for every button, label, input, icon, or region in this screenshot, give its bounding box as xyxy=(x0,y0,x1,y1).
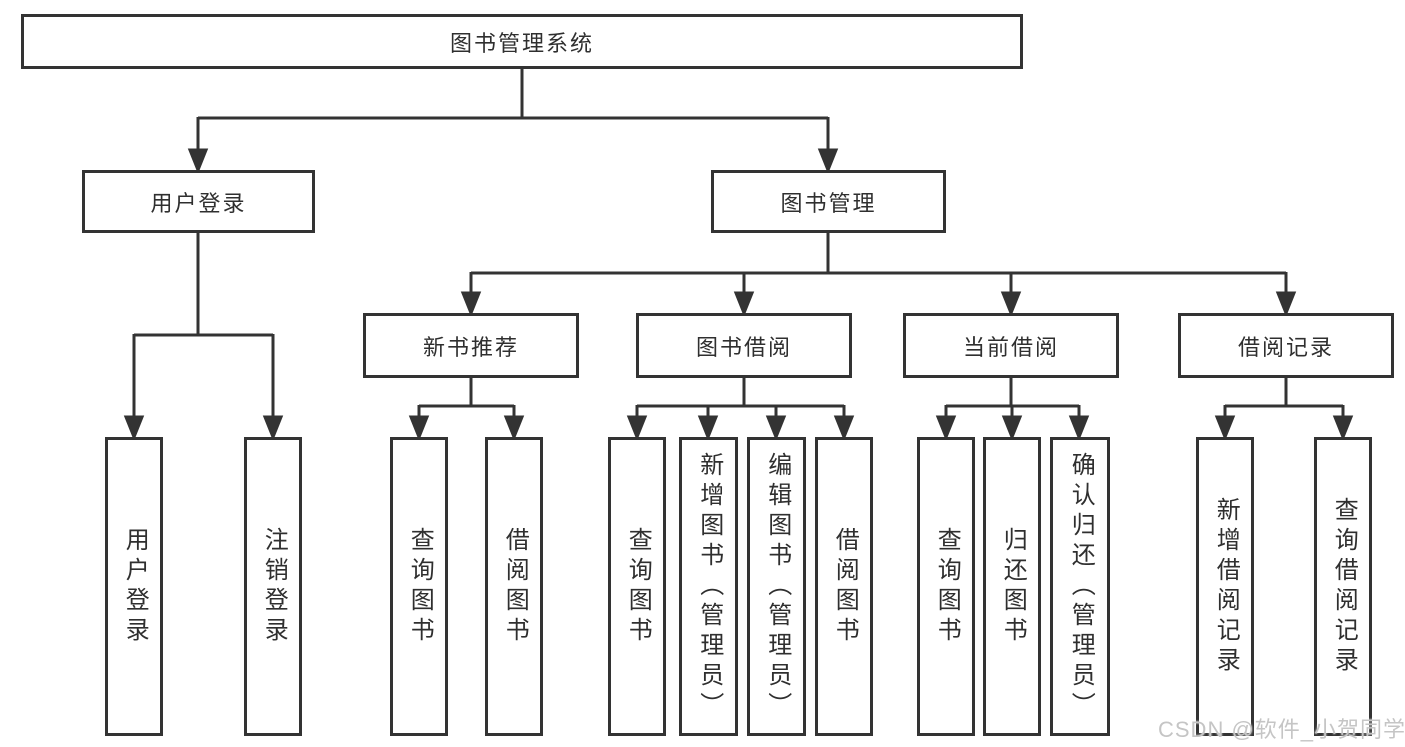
leaf-user-login: 用户登录 xyxy=(105,437,163,736)
arrowhead-icon xyxy=(262,415,284,442)
arrowhead-icon xyxy=(935,415,957,442)
arrowhead-icon xyxy=(408,415,430,442)
watermark: CSDN @软件_小贺同学 xyxy=(1158,717,1405,742)
connector-user-login-children xyxy=(123,233,284,442)
leaf-borrow-borrow-book: 借阅图书 xyxy=(815,437,873,736)
arrowhead-icon xyxy=(1000,291,1022,318)
connector-borrow-children xyxy=(626,378,855,442)
leaf-recommend-query-book: 查询图书 xyxy=(390,437,448,736)
arrowhead-icon xyxy=(697,415,719,442)
leaf-current-confirm-return-admin: 确认归还（管理员） xyxy=(1050,437,1110,736)
arrowhead-icon xyxy=(460,291,482,318)
arrowhead-icon xyxy=(123,415,145,442)
arrowhead-icon xyxy=(833,415,855,442)
leaf-records-query-record: 查询借阅记录 xyxy=(1314,437,1372,736)
leaf-records-add-record: 新增借阅记录 xyxy=(1196,437,1254,736)
leaf-label: 借阅图书 xyxy=(501,526,529,647)
leaf-label: 查询图书 xyxy=(406,526,434,647)
leaf-label: 新增借阅记录 xyxy=(1212,496,1240,677)
leaf-label: 新增图书（管理员） xyxy=(695,451,723,722)
connector-book-mgmt-children xyxy=(460,233,1297,318)
leaf-borrow-query-book: 查询图书 xyxy=(608,437,666,736)
arrowhead-icon xyxy=(1068,415,1090,442)
arrowhead-icon xyxy=(503,415,525,442)
connector-recommend-children xyxy=(408,378,525,442)
node-book-borrowing: 图书借阅 xyxy=(636,313,852,378)
leaf-borrow-edit-book-admin: 编辑图书（管理员） xyxy=(747,437,806,736)
leaf-recommend-borrow-book: 借阅图书 xyxy=(485,437,543,736)
arrowhead-icon xyxy=(765,415,787,442)
arrowhead-icon xyxy=(187,148,209,175)
leaf-label: 查询图书 xyxy=(624,526,652,647)
leaf-current-query-book: 查询图书 xyxy=(917,437,975,736)
arrowhead-icon xyxy=(1001,415,1023,442)
arrowhead-icon xyxy=(733,291,755,318)
arrowhead-icon xyxy=(1332,415,1354,442)
leaf-label: 注销登录 xyxy=(260,526,288,647)
connector-root-to-level2 xyxy=(187,69,839,175)
leaf-label: 归还图书 xyxy=(999,526,1027,647)
node-current-borrowing: 当前借阅 xyxy=(903,313,1119,378)
leaf-label: 确认归还（管理员） xyxy=(1067,451,1095,722)
leaf-label: 查询图书 xyxy=(933,526,961,647)
node-user-login: 用户登录 xyxy=(82,170,315,233)
arrowhead-icon xyxy=(626,415,648,442)
leaf-label: 查询借阅记录 xyxy=(1330,496,1358,677)
leaf-current-return-book: 归还图书 xyxy=(983,437,1041,736)
arrowhead-icon xyxy=(1214,415,1236,442)
node-book-management: 图书管理 xyxy=(711,170,946,233)
arrowhead-icon xyxy=(1275,291,1297,318)
leaf-borrow-add-book-admin: 新增图书（管理员） xyxy=(679,437,738,736)
leaf-logout: 注销登录 xyxy=(244,437,302,736)
connector-current-children xyxy=(935,378,1090,442)
connector-records-children xyxy=(1214,378,1354,442)
arrowhead-icon xyxy=(817,148,839,175)
leaf-label: 用户登录 xyxy=(121,526,149,647)
node-borrowing-records: 借阅记录 xyxy=(1178,313,1394,378)
node-new-book-recommend: 新书推荐 xyxy=(363,313,579,378)
leaf-label: 借阅图书 xyxy=(831,526,859,647)
node-library-management-system: 图书管理系统 xyxy=(21,14,1023,69)
leaf-label: 编辑图书（管理员） xyxy=(763,451,791,722)
